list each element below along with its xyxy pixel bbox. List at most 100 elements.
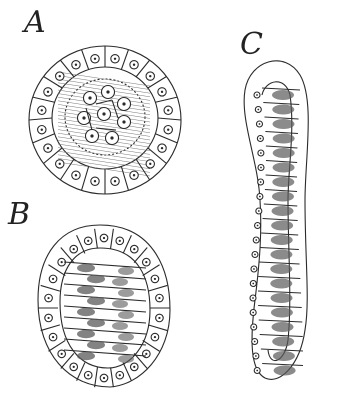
figure-b-nucleolus: [119, 374, 121, 376]
figure-c-basal-nucleolus: [252, 283, 254, 285]
figure-a-hatch: [58, 140, 150, 154]
figure-c-basal-nucleolus: [256, 370, 258, 372]
figure-b-secretory-nucleus: [77, 330, 95, 338]
figure-b-cell-wall: [77, 235, 85, 253]
figure-a-nucleolus: [114, 58, 116, 60]
figure-c-cell-wall: [262, 364, 303, 366]
figure-b-septum: [64, 273, 146, 279]
figure-a-nucleolus: [59, 163, 61, 165]
figure-b-secretory-nucleus: [112, 278, 128, 286]
figure-b-nucleolus: [103, 237, 105, 239]
figure-c-nucleus: [274, 366, 296, 376]
figure-c-nucleus: [272, 90, 294, 100]
figure-a-nucleolus: [167, 109, 169, 111]
figure-b-cell-wall: [77, 363, 85, 381]
figure-c-basal-nucleolus: [254, 341, 256, 343]
figure-a-nucleolus: [161, 91, 163, 93]
figure-a-hatch: [58, 144, 150, 158]
figure-a-central-nucleolus: [110, 136, 113, 139]
figure-b-nucleolus: [52, 278, 54, 280]
figure-c-nucleus: [273, 163, 295, 173]
figure-a-cell-wall: [82, 50, 89, 70]
figure-b-cell-wall: [143, 265, 160, 276]
figure-c-basal-nucleolus: [259, 138, 261, 140]
figure-b-cell-wall: [41, 325, 60, 331]
figure-c-nucleus: [272, 177, 294, 187]
figure-a-hatch: [58, 130, 150, 144]
figure-c-basal-nucleolus: [255, 355, 257, 357]
figure-b-septum: [64, 284, 146, 290]
figure-a-cell-wall: [121, 50, 128, 70]
figure-b-secretory-nucleus: [77, 264, 95, 272]
figure-c-basal-nucleolus: [257, 109, 259, 111]
figure-b-nucleolus: [119, 240, 121, 242]
figure-c-cell-wall: [260, 248, 299, 250]
figure-c-nucleus: [273, 134, 295, 144]
figure-c-basal-nucleolus: [257, 225, 259, 227]
figure-b-secretory-nucleus: [77, 308, 95, 316]
figure-a-nucleolus: [167, 128, 169, 130]
figure-c-basal-nucleolus: [259, 196, 261, 198]
figure-a-nucleolus: [41, 109, 43, 111]
figure-a-nucleolus: [149, 75, 151, 77]
figure-b-nucleolus: [47, 297, 49, 299]
figure-a-nucleolus: [114, 180, 116, 182]
figure-c-nucleus: [272, 322, 294, 332]
figure-a-nucleolus: [41, 128, 43, 130]
figure-b-cell-wall: [111, 367, 114, 387]
figure-a-central-nucleolus: [90, 134, 93, 137]
figure-c-cell-wall: [266, 175, 297, 177]
figure-b-septum: [64, 328, 146, 334]
figure-a-nucleolus: [47, 91, 49, 93]
figure-b-nucleolus: [52, 336, 54, 338]
figure-c-cell-wall: [264, 204, 297, 206]
figure-a-cell-wall: [33, 97, 55, 102]
figure-a-cell-wall: [155, 134, 177, 143]
figure-a-cell-wall: [121, 167, 128, 191]
figure-b-cell-wall: [111, 229, 114, 249]
figure-b-septum: [64, 306, 146, 312]
figure-b-cell-wall: [41, 285, 60, 291]
figure-b-secretory-nucleus: [112, 344, 128, 352]
figure-c-cell-wall: [258, 277, 300, 279]
figure-a-cell-wall: [82, 167, 89, 191]
figure-a-nucleolus: [133, 64, 135, 66]
figure-a-central-nucleolus: [122, 102, 125, 105]
figure-c-basal-nucleolus: [255, 239, 257, 241]
figure-c-cell-wall: [265, 132, 298, 134]
figure-a-nucleolus: [59, 75, 61, 77]
figure-a-nucleolus: [149, 163, 151, 165]
figure-c-cell-wall: [258, 291, 301, 293]
figure-b-secretory-nucleus: [87, 275, 105, 283]
figure-c-nucleus: [271, 308, 293, 318]
figure-b-septum: [64, 295, 146, 301]
figure-b-secretory-nucleus: [118, 333, 134, 341]
figure-a-nucleolus: [75, 64, 77, 66]
figure-a-central-nucleolus: [88, 96, 91, 99]
figure-b-cell-wall: [143, 340, 160, 351]
figure-c-basal-nucleolus: [259, 123, 261, 125]
figure-c-cell-wall: [263, 219, 298, 221]
figure-b-secretory-nucleus: [118, 289, 134, 297]
figure-c-nucleus: [272, 206, 294, 216]
figure-b-cell-wall: [95, 229, 98, 249]
figure-c-basal-nucleolus: [254, 254, 256, 256]
figure-b-secretory-nucleus: [77, 286, 95, 294]
figure-c-nucleus: [272, 192, 294, 202]
figure-b-secretory-nucleus: [112, 300, 128, 308]
figure-b-nucleolus: [103, 377, 105, 379]
figure-c-cell-wall: [266, 161, 297, 163]
figure-b-septum: [64, 317, 146, 323]
figure-a-nucleolus: [94, 180, 96, 182]
figure-c-nucleus: [273, 351, 295, 361]
figure-c-cell-wall: [263, 103, 299, 105]
figure-c-nucleus: [270, 279, 292, 289]
figure-a-central-nucleolus: [106, 90, 109, 93]
figure-c-basal-nucleolus: [260, 181, 262, 183]
figure-c-cell-wall: [265, 190, 297, 192]
figure-c-cell-wall: [266, 146, 298, 148]
figure-b-secretory-nucleus: [118, 267, 134, 275]
figure-b-cell-wall: [48, 340, 65, 351]
figure-c-nucleus: [271, 221, 293, 231]
figure-b-nucleolus: [73, 248, 75, 250]
